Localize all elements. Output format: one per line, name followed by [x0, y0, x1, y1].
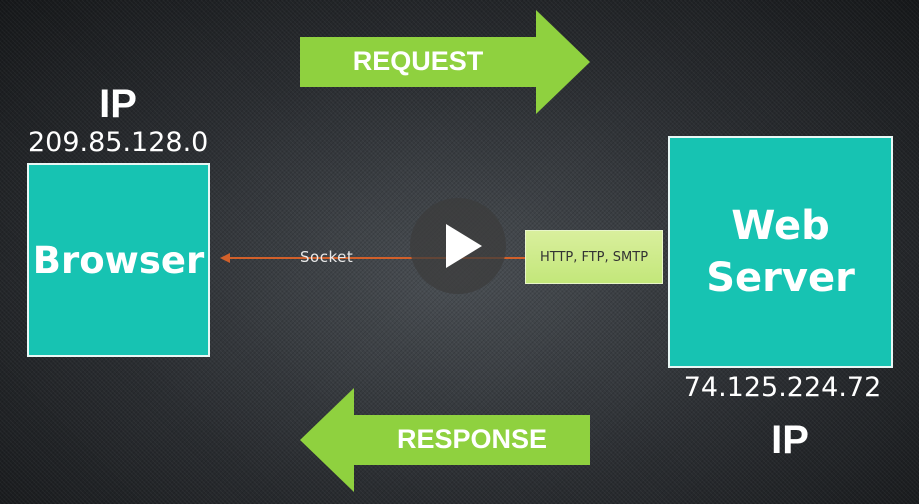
play-button[interactable]: [410, 198, 506, 294]
request-label: REQUEST: [352, 46, 484, 76]
play-icon: [446, 224, 482, 268]
response-label: RESPONSE: [396, 424, 548, 454]
browser-node: Browser: [27, 163, 210, 357]
web-server-node: Web Server: [668, 136, 893, 368]
server-ip-address: 74.125.224.72: [683, 372, 882, 403]
server-ip-title: IP: [771, 418, 809, 462]
web-server-label-line1: Web: [731, 203, 830, 249]
web-server-label-line2: Server: [706, 255, 855, 301]
browser-ip-title: IP: [99, 82, 137, 126]
protocols-box: HTTP, FTP, SMTP: [525, 230, 663, 284]
request-arrow: [300, 10, 590, 114]
protocols-label: HTTP, FTP, SMTP: [539, 249, 649, 265]
response-arrow: [300, 388, 590, 492]
browser-ip-address: 209.85.128.0: [28, 127, 209, 158]
browser-label: Browser: [32, 238, 205, 282]
socket-label: Socket: [300, 248, 354, 266]
